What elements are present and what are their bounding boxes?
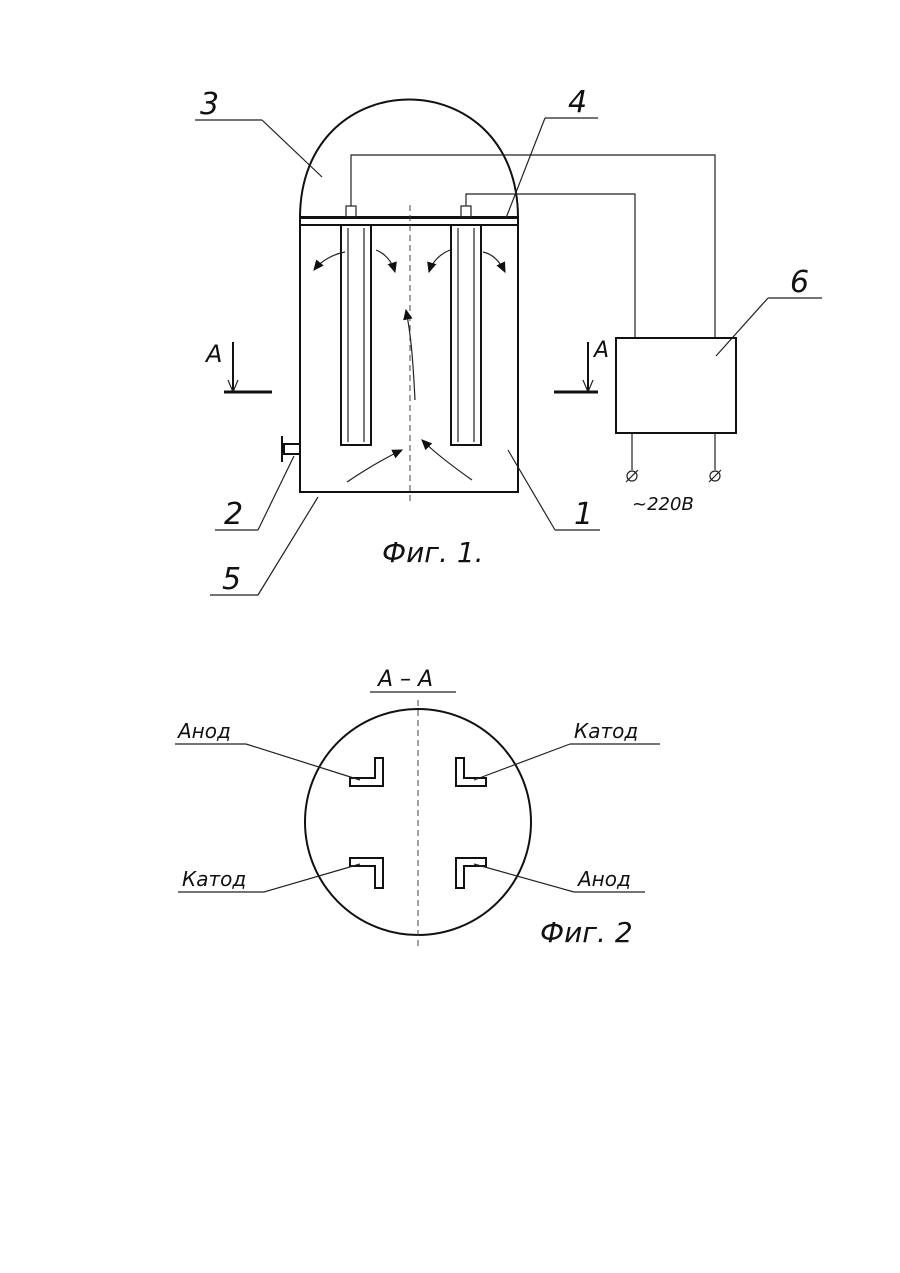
section-mark-right: A (592, 338, 609, 363)
figure-1-caption: Фиг. 1. (382, 536, 484, 569)
terminal-right (461, 206, 471, 217)
figure-2-caption: Фиг. 2 (540, 916, 633, 949)
label-cathode-top-right: Катод (574, 719, 638, 743)
figure-1: A A 3 4 6 2 1 5 ~220В Фиг. 1. (195, 85, 822, 597)
label-cathode-bottom-left: Катод (182, 867, 246, 891)
flow-arrow (483, 252, 505, 272)
callout-2: 2 (224, 497, 243, 532)
electrode-right (451, 225, 481, 445)
vessel-body (300, 218, 518, 492)
electrode-anode-bottom-right (456, 858, 486, 888)
supply-voltage: ~220В (632, 494, 694, 515)
callout-3: 3 (200, 87, 219, 122)
flow-arrow (429, 250, 450, 272)
section-title: А – А (376, 667, 433, 692)
flow-arrow (347, 450, 402, 482)
label-anode-top-left: Анод (176, 719, 231, 743)
figure-2: А – А Анод Катод Катод Анод Фиг. 2 (175, 667, 660, 949)
electrode-cathode-top-right (456, 758, 486, 786)
section-mark-left: A (204, 340, 222, 368)
callout-6: 6 (790, 265, 809, 300)
label-anode-bottom-right: Анод (576, 867, 631, 891)
electrode-anode-top-left (350, 758, 383, 786)
drain-nozzle (284, 444, 300, 454)
terminal-left (346, 206, 356, 217)
callout-1: 1 (574, 497, 593, 532)
electrode-left (341, 225, 371, 445)
flow-arrow (376, 250, 395, 272)
power-unit (616, 338, 736, 433)
wire-inner (466, 194, 635, 338)
callout-4: 4 (568, 85, 587, 120)
callout-5: 5 (222, 562, 241, 597)
vessel-dome (300, 100, 518, 219)
electrode-cathode-bottom-left (350, 858, 383, 888)
